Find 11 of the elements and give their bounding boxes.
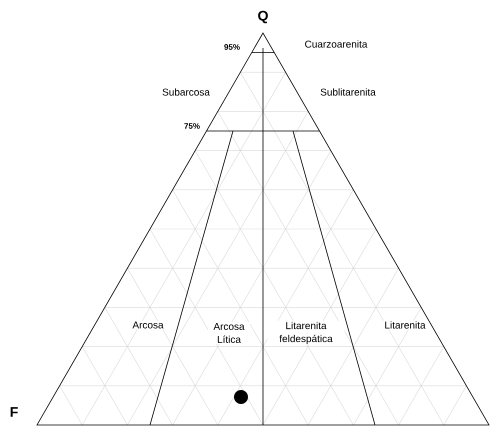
region-label: Arcosa Lítica [208, 322, 250, 344]
region-label: Litarenita feldespática [268, 320, 344, 346]
percent-label: 95% [223, 43, 241, 51]
vertex-label: F [10, 407, 18, 417]
region-label: Litarenita [383, 320, 427, 330]
region-label: Sublitarenita [319, 87, 377, 97]
region-label: Subarcosa [161, 87, 211, 97]
vertex-label: Q [258, 10, 268, 24]
region-label: Cuarzoarenita [304, 39, 368, 49]
percent-label: 75% [183, 122, 201, 130]
region-label: Arcosa [131, 320, 165, 330]
